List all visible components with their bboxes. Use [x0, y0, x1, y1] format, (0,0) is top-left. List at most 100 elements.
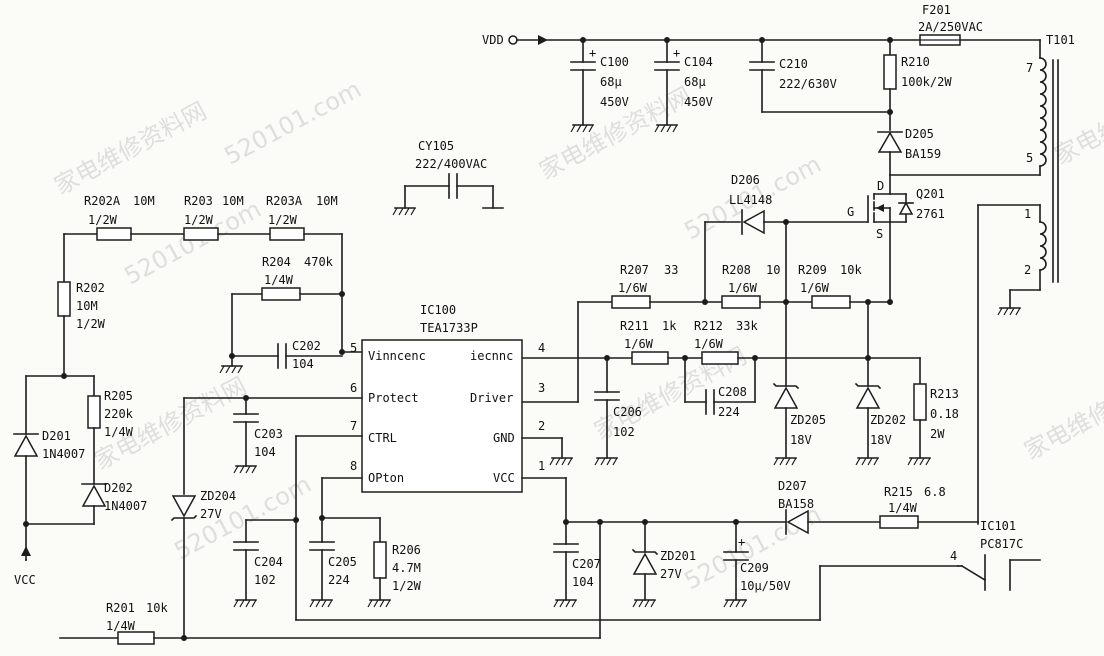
- svg-text:C100: C100: [600, 55, 629, 69]
- svg-text:2: 2: [538, 419, 545, 433]
- svg-text:F201: F201: [922, 3, 951, 17]
- svg-text:C202: C202: [292, 339, 321, 353]
- svg-text:4: 4: [950, 549, 957, 563]
- svg-text:222/630V: 222/630V: [779, 77, 837, 91]
- svg-text:1/4W: 1/4W: [888, 501, 918, 515]
- svg-text:R213: R213: [930, 387, 959, 401]
- gate-drive-chain: R207 33 1/6W R208 10 1/6W R209 10k 1/6W: [521, 263, 893, 403]
- svg-text:R209: R209: [798, 263, 827, 277]
- watermark-url: 520101.com: [220, 75, 366, 170]
- svg-text:68µ: 68µ: [600, 75, 622, 89]
- svg-text:CTRL: CTRL: [368, 431, 397, 445]
- svg-text:5: 5: [1026, 151, 1033, 165]
- svg-text:BA158: BA158: [778, 497, 814, 511]
- svg-text:6.8: 6.8: [924, 485, 946, 499]
- svg-text:224: 224: [718, 405, 740, 419]
- svg-text:VCC: VCC: [14, 573, 36, 587]
- svg-text:2A/250VAC: 2A/250VAC: [918, 20, 983, 34]
- svg-text:6: 6: [350, 381, 357, 395]
- svg-text:104: 104: [292, 357, 314, 371]
- svg-text:10M: 10M: [222, 194, 244, 208]
- svg-text:VCC: VCC: [493, 471, 515, 485]
- c100-capacitor: + C100 68µ 450V: [570, 39, 629, 133]
- q201-mosfet: D G S Q201 2761: [785, 174, 945, 303]
- svg-text:T101: T101: [1046, 33, 1075, 47]
- ic101-optocoupler: IC101 PC817C 4: [950, 519, 1041, 591]
- svg-text:C205: C205: [328, 555, 357, 569]
- svg-text:C209: C209: [740, 561, 769, 575]
- svg-text:5: 5: [350, 341, 357, 355]
- svg-text:450V: 450V: [684, 95, 713, 109]
- t101-transformer: T101 7 5 1 2: [889, 33, 1075, 525]
- zd202-zener: ZD202 18V: [854, 382, 906, 466]
- zd205-zener: ZD205 18V: [772, 301, 826, 466]
- svg-text:G: G: [847, 205, 854, 219]
- c210-capacitor: C210 222/630V: [749, 39, 891, 113]
- d206-diode: D206 LL4148: [704, 173, 789, 303]
- svg-text:R201: R201: [106, 601, 135, 615]
- svg-text:R210: R210: [901, 55, 930, 69]
- svg-text:2: 2: [1024, 263, 1031, 277]
- watermark-text: 家电维修资料网: [50, 97, 211, 201]
- vdd-terminal: [508, 35, 518, 45]
- svg-text:D206: D206: [731, 173, 760, 187]
- svg-text:+: +: [589, 46, 596, 60]
- svg-text:220k: 220k: [104, 407, 134, 421]
- svg-text:1/2W: 1/2W: [184, 213, 214, 227]
- watermark-url: 520101.com: [120, 195, 266, 290]
- svg-text:1/2W: 1/2W: [76, 317, 106, 331]
- svg-text:33k: 33k: [736, 319, 758, 333]
- svg-text:IC101: IC101: [980, 519, 1016, 533]
- svg-text:18V: 18V: [870, 433, 892, 447]
- ctrl-network: C204 102: [233, 435, 959, 621]
- svg-text:10µ/50V: 10µ/50V: [740, 579, 791, 593]
- current-sense-chain: R211 1k 1/6W R212 33k 1/6W: [521, 319, 921, 365]
- svg-text:R202: R202: [76, 281, 105, 295]
- svg-text:2W: 2W: [930, 427, 945, 441]
- svg-text:S: S: [876, 227, 883, 241]
- svg-text:D207: D207: [778, 479, 807, 493]
- r210-resistor: R210 100k/2W: [883, 39, 952, 131]
- svg-text:R203A: R203A: [266, 194, 303, 208]
- protect-network: C203 104 ZD204 27V: [170, 395, 363, 639]
- svg-text:0.18: 0.18: [930, 407, 959, 421]
- svg-text:10k: 10k: [146, 601, 168, 615]
- watermark-text: 家电维修资料网: [1020, 362, 1104, 466]
- svg-text:100k/2W: 100k/2W: [901, 75, 952, 89]
- svg-text:CY105: CY105: [418, 139, 454, 153]
- vdd-label: VDD: [482, 33, 504, 47]
- watermark-text: 家电维修资料网: [90, 372, 251, 476]
- svg-text:1: 1: [1024, 207, 1031, 221]
- svg-text:10M: 10M: [316, 194, 338, 208]
- svg-text:1: 1: [538, 459, 545, 473]
- svg-text:102: 102: [613, 425, 635, 439]
- svg-text:C208: C208: [718, 385, 747, 399]
- svg-text:10: 10: [766, 263, 780, 277]
- svg-text:3: 3: [538, 381, 545, 395]
- svg-text:1k: 1k: [662, 319, 677, 333]
- cy105-capacitor: CY105 222/400VAC: [392, 139, 504, 216]
- svg-text:1/4W: 1/4W: [264, 273, 294, 287]
- svg-text:104: 104: [254, 445, 276, 459]
- svg-text:LL4148: LL4148: [729, 193, 772, 207]
- f201-fuse: F201 2A/250VAC: [918, 3, 983, 46]
- svg-text:ZD204: ZD204: [200, 489, 236, 503]
- svg-text:C210: C210: [779, 57, 808, 71]
- svg-text:R205: R205: [104, 389, 133, 403]
- svg-text:222/400VAC: 222/400VAC: [415, 157, 487, 171]
- svg-text:104: 104: [572, 575, 594, 589]
- svg-text:C207: C207: [572, 557, 601, 571]
- svg-text:27V: 27V: [200, 507, 222, 521]
- svg-text:4.7M: 4.7M: [392, 561, 421, 575]
- svg-text:TEA1733P: TEA1733P: [420, 321, 478, 335]
- svg-text:R203: R203: [184, 194, 213, 208]
- svg-text:1/6W: 1/6W: [618, 281, 648, 295]
- svg-text:470k: 470k: [304, 255, 334, 269]
- svg-text:1/6W: 1/6W: [728, 281, 758, 295]
- svg-text:Protect: Protect: [368, 391, 419, 405]
- svg-text:BA159: BA159: [905, 147, 941, 161]
- svg-text:ZD201: ZD201: [660, 549, 696, 563]
- svg-text:GND: GND: [493, 431, 515, 445]
- svg-text:7: 7: [350, 419, 357, 433]
